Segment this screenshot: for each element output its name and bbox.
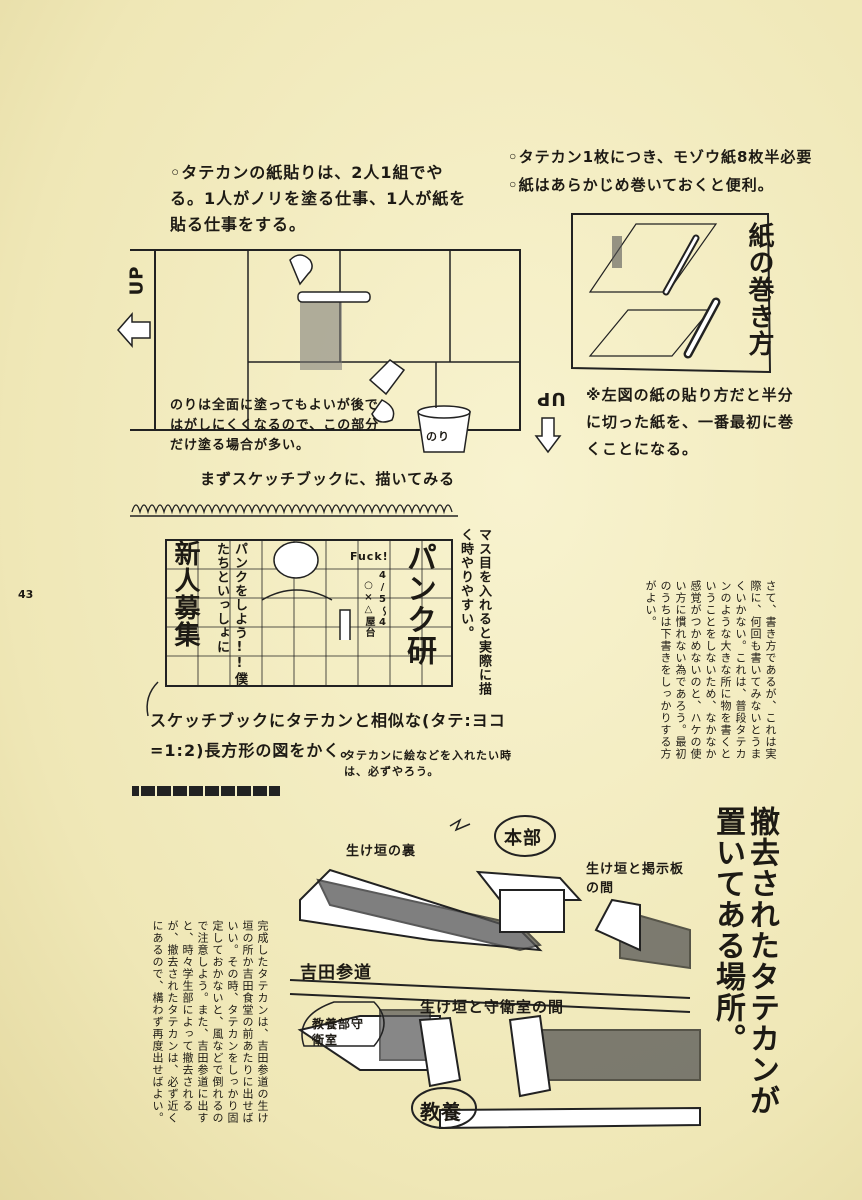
label-hedge-back: 生け垣の裏	[346, 844, 417, 859]
page-number: 43	[18, 588, 34, 601]
sketch-date: 4/5〜4	[377, 570, 388, 629]
sketch-place: ○×△屋台	[363, 580, 374, 638]
label-guard-room: 教養部守衛室	[312, 1017, 365, 1047]
sketch-caption: スケッチブックにタテカンと相似な(タテ:ヨコ=1:2)長方形の図をかく。	[150, 711, 506, 760]
sketch-right-text: パンク研	[401, 542, 436, 666]
roll-note: ※左図の紙の貼り方だと半分に切った紙を、一番最初に巻くことになる。	[586, 386, 795, 458]
label-hedge-board: 生け垣と掲示板の間	[586, 862, 685, 896]
sketch-shout: Fuck!	[350, 550, 389, 563]
sketch-caption-small: タテカンに絵などを入れたい時は、必ずやろう。	[344, 749, 512, 778]
up-label: UP	[126, 265, 148, 296]
label-honbu: 本部	[504, 828, 542, 849]
sketch-mid-text: パンクをしよう!!僕たちといっしょに	[214, 542, 247, 686]
note-glue-pairs: ◦タテカンの紙貼りは、2人1組でやる。1人がノリを塗る仕事、1人が紙を貼る仕事を…	[170, 163, 467, 234]
note-paper-count: ◦タテカン1枚につき、モゾウ紙8枚半必要	[508, 148, 813, 166]
map-title: 撤去されたタテカンが置いてある場所。	[710, 806, 779, 1116]
label-kyoyo: 教養	[420, 1100, 462, 1124]
sketch-heading: まずスケッチブックに、描いてみる	[200, 470, 456, 488]
sketch-side-note: マス目を入れると実際に描く時やりやすい。	[458, 528, 491, 696]
down-label: UP	[536, 388, 566, 409]
label-yoshida: 吉田参道	[300, 963, 372, 983]
note-paper-roll: ◦紙はあらかじめ巻いておくと便利。	[508, 176, 774, 194]
body-text-right: さて、書き方であるが、これは実際に、何回も書いてみないとうまくいかない。これは、…	[644, 580, 777, 760]
body-text-left: 完成したタテカンは、吉田参道の生け垣の所か吉田食堂の前あたりに出せばいい。その時…	[151, 920, 269, 1124]
roll-label: 紙の巻き方	[744, 222, 774, 357]
bucket-label: のり	[426, 430, 450, 443]
sketch-left-text: 新人募集	[170, 540, 200, 648]
label-hedge-guard: 生け垣と守衛室の間	[420, 998, 565, 1016]
glue-note: のりは全面に塗ってもよいが後ではがしにくくなるので、この部分だけ塗る場合が多い。	[170, 398, 380, 453]
